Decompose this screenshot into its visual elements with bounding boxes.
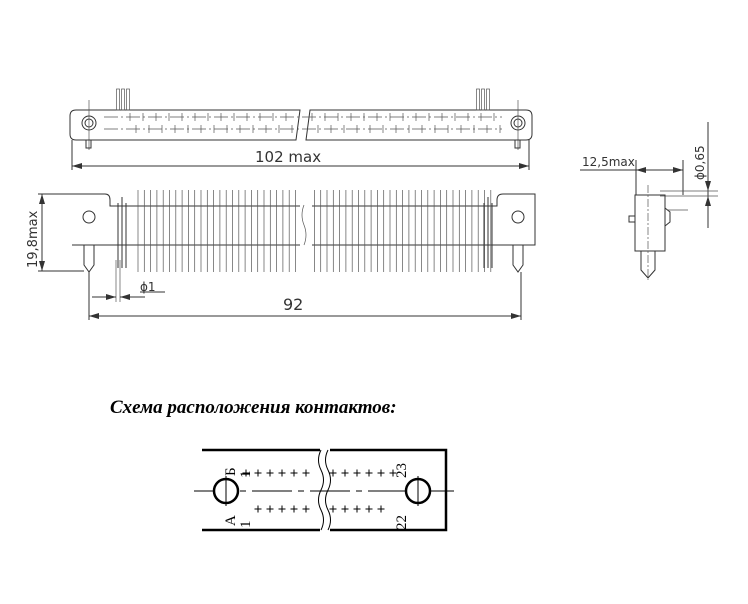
- contact-plus: [278, 505, 286, 513]
- contact-plus: [365, 469, 373, 477]
- contact-plus: [266, 469, 274, 477]
- contact-plus: [254, 469, 262, 477]
- contact-plus: [266, 505, 274, 513]
- top-view: 102 max: [69, 88, 533, 170]
- guide-pin: [116, 88, 120, 111]
- guide-pin: [486, 88, 490, 111]
- dim-pitch: 92: [283, 295, 303, 314]
- row-a-start-number: 1: [238, 521, 254, 529]
- contact-plus: [377, 505, 385, 513]
- contact-plus: [302, 505, 310, 513]
- contact-plus: [278, 469, 286, 477]
- contact-layout-scheme: Б А 1 1 23 22: [194, 448, 454, 532]
- row-b-label: Б: [223, 467, 239, 476]
- contact-plus: [254, 505, 262, 513]
- side-view: 12,5max ϕ0,65: [580, 122, 718, 280]
- layout-title: Схема расположения контактов:: [110, 397, 397, 418]
- guide-pin: [481, 88, 485, 111]
- dim-height-max: 19,8max: [26, 210, 41, 268]
- contact-plus: [329, 505, 337, 513]
- row-a-end-number: 22: [394, 515, 410, 530]
- contact-plus: [290, 505, 298, 513]
- contact-plus: [341, 505, 349, 513]
- row-b-end-number: 23: [394, 463, 410, 478]
- contact-plus: [377, 469, 385, 477]
- contact-plus: [389, 469, 397, 477]
- contact-plus: [341, 469, 349, 477]
- guide-pin: [121, 88, 125, 111]
- contact-plus: [353, 505, 361, 513]
- side-dim-contact-diameter: ϕ0,65: [693, 145, 707, 180]
- front-view: 19,8max ϕ1 92: [26, 190, 536, 320]
- contact-plus: [302, 469, 310, 477]
- contact-plus: [353, 469, 361, 477]
- contact-plus: [290, 469, 298, 477]
- contact-plus: [329, 469, 337, 477]
- contact-plus: [365, 505, 373, 513]
- dim-length-max: 102 max: [255, 148, 321, 166]
- row-a-label: А: [223, 515, 239, 526]
- contact-plus: [242, 469, 250, 477]
- row-b-start-number: 1: [238, 471, 254, 479]
- guide-pin: [126, 88, 130, 111]
- guide-pin: [476, 88, 480, 111]
- side-dim-depth: 12,5max: [582, 155, 635, 169]
- dim-pin-diameter: ϕ1: [140, 280, 156, 294]
